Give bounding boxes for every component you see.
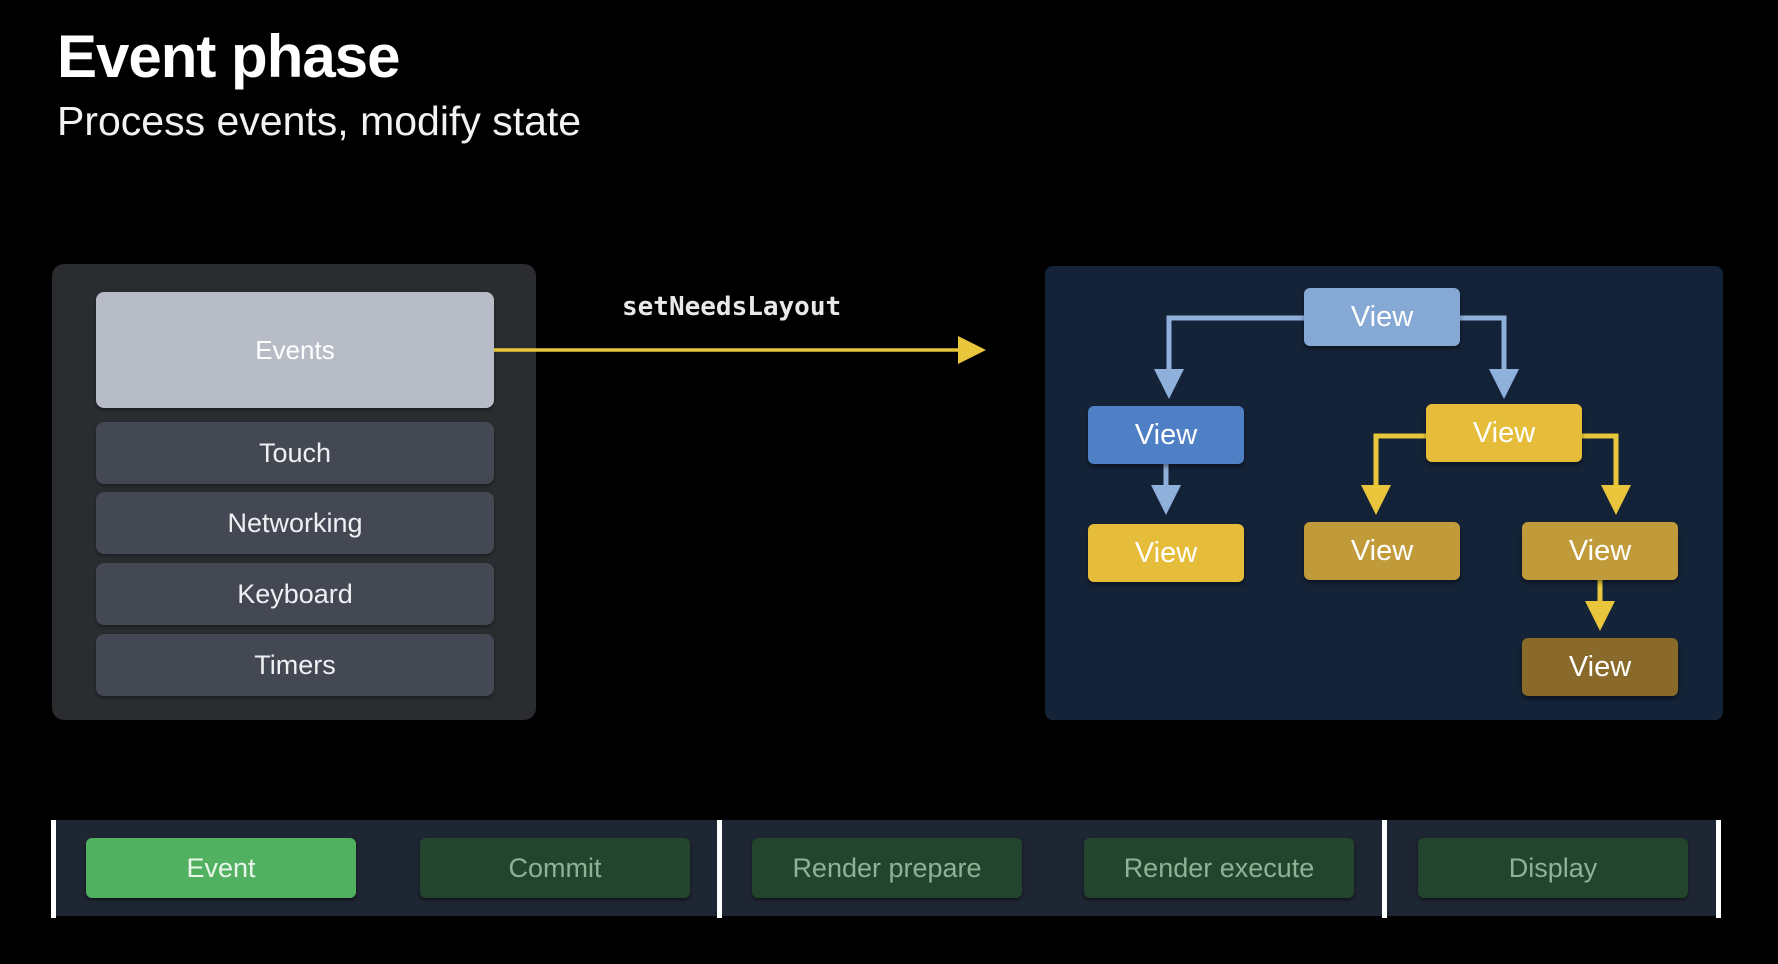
phase-render-execute: Render execute — [1084, 838, 1354, 898]
phase-display: Display — [1418, 838, 1688, 898]
arrow-label: setNeedsLayout — [622, 292, 842, 322]
source-events: Events — [96, 292, 494, 408]
view-node-left-child: View — [1088, 524, 1244, 582]
event-sources-panel: Events Touch Networking Keyboard Timers — [52, 264, 536, 720]
view-node-right-child-1: View — [1304, 522, 1460, 580]
phase-render-prepare: Render prepare — [752, 838, 1022, 898]
phase-commit: Commit — [420, 838, 690, 898]
view-node-right: View — [1426, 404, 1582, 462]
view-node-leaf: View — [1522, 638, 1678, 696]
source-timers: Timers — [96, 634, 494, 696]
timeline-separator — [1716, 820, 1721, 918]
timeline-separator — [1382, 820, 1387, 918]
source-touch: Touch — [96, 422, 494, 484]
source-keyboard: Keyboard — [96, 563, 494, 625]
view-node-root: View — [1304, 288, 1460, 346]
view-node-right-child-2: View — [1522, 522, 1678, 580]
page-title: Event phase — [57, 23, 400, 90]
timeline-separator — [51, 820, 56, 918]
timeline-separator — [717, 820, 722, 918]
phase-event: Event — [86, 838, 356, 898]
view-node-left: View — [1088, 406, 1244, 464]
source-networking: Networking — [96, 492, 494, 554]
page-subtitle: Process events, modify state — [57, 98, 582, 144]
